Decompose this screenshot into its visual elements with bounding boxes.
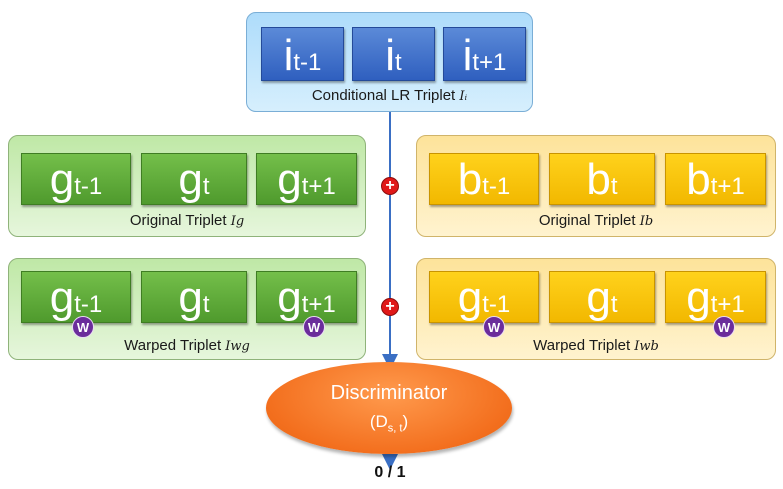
discriminator-node: Discriminator (Ds, t) <box>266 362 512 454</box>
warped-triplet-b-panel: gt-1 gt gt+1 W W Warped Triplet Iwb <box>416 258 776 360</box>
warp-badge-icon: W <box>303 316 325 338</box>
plus-icon: + <box>381 298 399 316</box>
warped-g-caption: Warped Triplet Iwg <box>124 337 250 354</box>
tile-g-t: gt <box>141 153 247 205</box>
discriminator-title: Discriminator <box>330 382 448 404</box>
warp-badge-icon: W <box>713 316 735 338</box>
warp-badge-icon: W <box>72 316 94 338</box>
tile-warped-b-t: gt <box>549 271 655 323</box>
warped-b-caption: Warped Triplet Iwb <box>533 337 659 354</box>
tile-warped-g-t-plus-1: gt+1 <box>256 271 357 323</box>
tile-b-t: bt <box>549 153 655 205</box>
tile-warped-b-t-minus-1: gt-1 <box>429 271 539 323</box>
warp-badge-icon: W <box>483 316 505 338</box>
tile-warped-g-t: gt <box>141 271 247 323</box>
output-label: 0 / 1 <box>374 464 406 481</box>
tile-warped-b-t-plus-1: gt+1 <box>665 271 766 323</box>
plus-icon: + <box>381 177 399 195</box>
tile-i-t-minus-1: it-1 <box>261 27 344 81</box>
original-b-caption: Original Triplet Ib <box>538 212 654 229</box>
original-triplet-g-panel: gt-1 gt gt+1 Original Triplet Ig <box>8 135 366 237</box>
tile-warped-g-t-minus-1: gt-1 <box>21 271 131 323</box>
original-triplet-b-panel: bt-1 bt bt+1 Original Triplet Ib <box>416 135 776 237</box>
warped-triplet-g-panel: gt-1 gt gt+1 W W Warped Triplet Iwg <box>8 258 366 360</box>
tile-g-t-minus-1: gt-1 <box>21 153 131 205</box>
conditional-caption: Conditional LR Triplet Iᵢ <box>311 87 468 104</box>
tile-i-t: it <box>352 27 435 81</box>
tile-b-t-minus-1: bt-1 <box>429 153 539 205</box>
conditional-lr-triplet-panel: it-1 it it+1 Conditional LR Triplet Iᵢ <box>246 12 533 112</box>
tile-g-t-plus-1: gt+1 <box>256 153 357 205</box>
discriminator-label: (Ds, t) <box>369 412 409 435</box>
tile-b-t-plus-1: bt+1 <box>665 153 766 205</box>
tile-i-t-plus-1: it+1 <box>443 27 526 81</box>
original-g-caption: Original Triplet Ig <box>129 212 245 229</box>
